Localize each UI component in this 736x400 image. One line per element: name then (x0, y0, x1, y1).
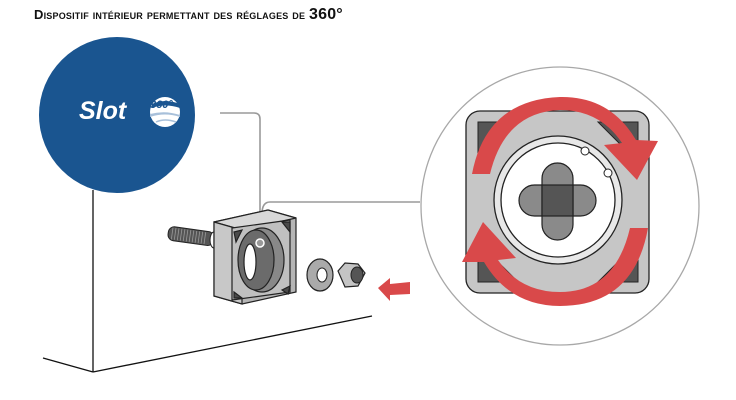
cross-slot-icon (518, 162, 597, 241)
logo-circle (39, 37, 195, 193)
wall-outline (42, 190, 373, 373)
title-text: Dispositif intérieur permettant des régl… (34, 7, 306, 22)
insert-arrow-icon (378, 278, 410, 301)
page-title: Dispositif intérieur permettant des régl… (34, 6, 343, 24)
logo-badge-text: 360° (150, 99, 173, 111)
washer-icon (306, 258, 334, 292)
logo-globe-icon (150, 97, 180, 127)
hex-nut-icon (337, 262, 366, 288)
title-number: 360° (309, 6, 343, 23)
threaded-bolt-icon (167, 226, 219, 249)
slot-adjuster-icon (213, 209, 297, 305)
logo-brand-text: Slot (79, 97, 127, 125)
rotation-arrows-icon (462, 96, 658, 306)
